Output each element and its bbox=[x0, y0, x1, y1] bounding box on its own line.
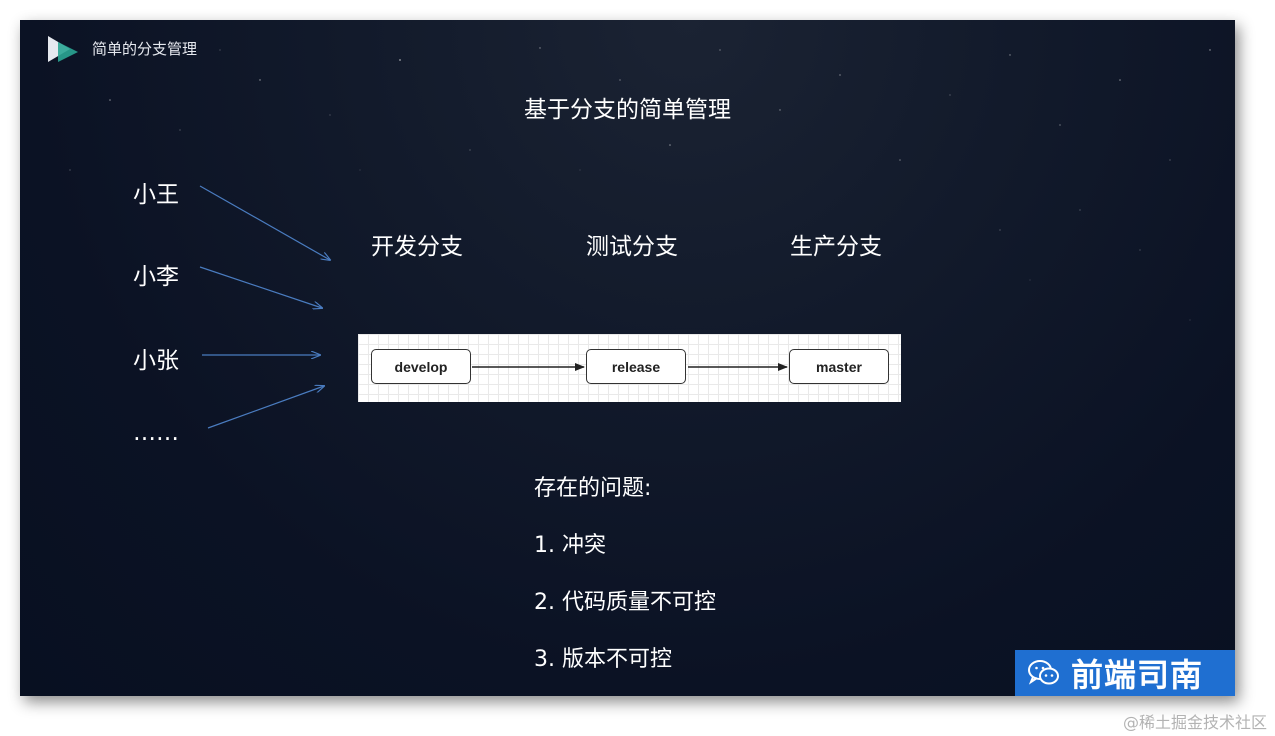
starfield-background bbox=[69, 47, 1211, 321]
brand-banner: 前端司南 bbox=[1015, 650, 1235, 696]
arrow-line bbox=[199, 185, 330, 260]
branch-release: release bbox=[586, 349, 686, 384]
watermark: @稀土掘金技术社区 bbox=[1122, 713, 1267, 732]
branch-flow-diagram: develop release master bbox=[358, 334, 901, 402]
slide-section-label: 简单的分支管理 bbox=[92, 40, 198, 58]
developer-name: 小王 bbox=[133, 182, 179, 208]
column-label-dev: 开发分支 bbox=[371, 234, 463, 260]
brand-name: 前端司南 bbox=[1071, 656, 1204, 694]
arrow-line bbox=[199, 266, 322, 308]
problems-heading: 存在的问题: bbox=[534, 476, 652, 501]
problem-item: 1. 冲突 bbox=[534, 533, 606, 558]
problem-item: 3. 版本不可控 bbox=[534, 647, 672, 672]
slide-title: 基于分支的简单管理 bbox=[524, 97, 731, 123]
arrow-line bbox=[207, 386, 324, 429]
developer-arrows bbox=[199, 185, 1235, 429]
problem-item: 2. 代码质量不可控 bbox=[534, 590, 716, 615]
branch-develop: develop bbox=[371, 349, 471, 384]
presentation-logo-icon bbox=[48, 36, 78, 62]
branch-master: master bbox=[789, 349, 889, 384]
developer-name: 小张 bbox=[133, 348, 179, 374]
branch-connectors bbox=[472, 363, 788, 371]
presentation-slide: 简单的分支管理 基于分支的简单管理 小王 小李 小张 …… 开发分支 测试分支 … bbox=[20, 20, 1235, 696]
column-label-test: 测试分支 bbox=[586, 234, 678, 260]
developer-ellipsis: …… bbox=[133, 420, 179, 446]
developer-name: 小李 bbox=[133, 264, 179, 290]
column-label-prod: 生产分支 bbox=[790, 234, 882, 260]
wechat-icon bbox=[1028, 660, 1059, 685]
